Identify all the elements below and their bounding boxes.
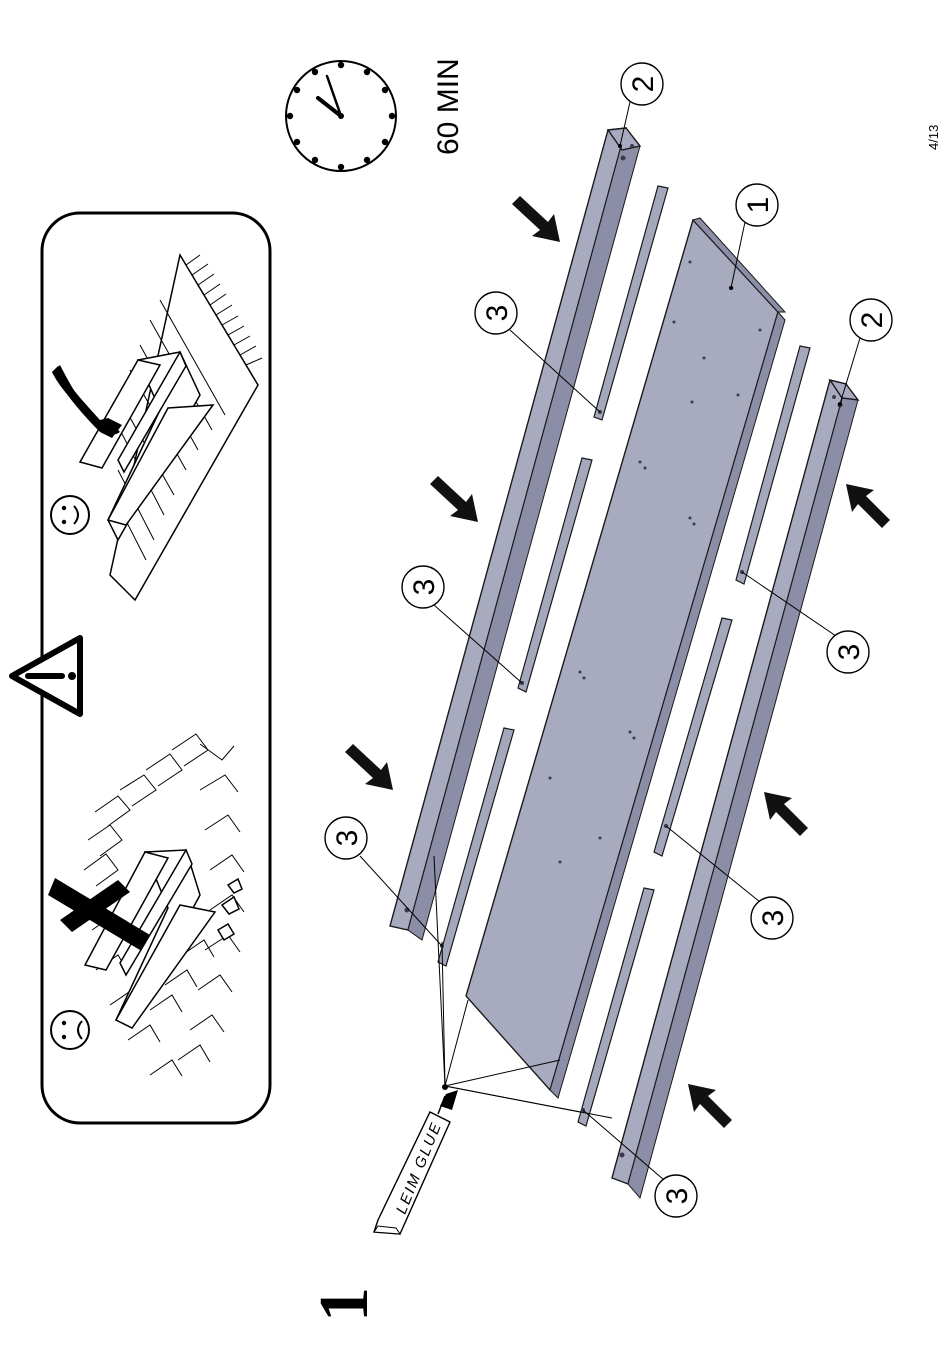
smiley-face-icon <box>51 496 89 534</box>
step-number: 1 <box>306 1287 383 1322</box>
callout-label: 3 <box>331 830 364 847</box>
timer-label: 60 MIN <box>432 58 465 155</box>
page-number: 4/13 <box>926 125 941 150</box>
sad-face-icon <box>51 1011 89 1049</box>
callout-label: 3 <box>408 579 441 596</box>
clock-icon <box>286 61 396 171</box>
callout-label: 3 <box>833 644 866 661</box>
callout-label: 1 <box>742 197 775 214</box>
callout-label: 3 <box>757 910 790 927</box>
callout-label: 3 <box>481 305 514 322</box>
callout-label: 3 <box>661 1188 694 1205</box>
callout-label: 2 <box>856 312 889 329</box>
callout-label: 2 <box>627 76 660 93</box>
warning-panel <box>12 213 270 1123</box>
